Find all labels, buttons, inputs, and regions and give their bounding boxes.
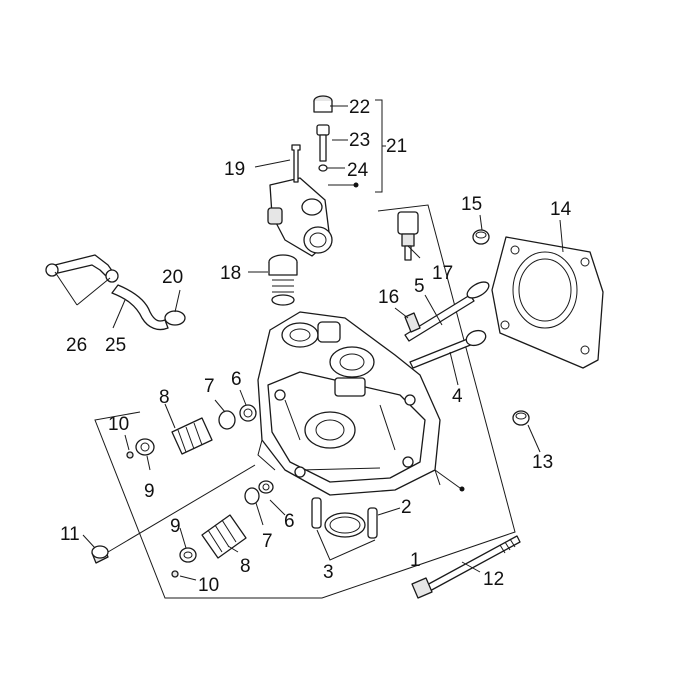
callout-10-upper: 10 [108,414,129,435]
callout-19: 19 [224,159,245,180]
collet-lower [171,570,179,578]
long-stud-bolt [411,535,521,599]
coolant-hose [111,284,169,331]
callout-labels: 22 23 21 24 19 15 14 20 18 17 5 16 26 25… [60,97,572,596]
valve-seal-lower [258,480,274,494]
housing-screw [291,144,301,183]
callout-25: 25 [105,335,126,356]
callout-6-lower: 6 [284,511,295,532]
bushing-upper [472,229,490,245]
callout-7-lower: 7 [262,531,273,552]
cylinder-head [257,311,441,496]
callout-16: 16 [378,287,399,308]
callout-8-upper: 8 [159,387,170,408]
leader-lines [54,99,564,581]
callout-4: 4 [452,386,463,407]
callout-24: 24 [347,160,369,181]
assembly-frame [94,204,516,599]
callout-21: 21 [386,136,407,157]
callout-17: 17 [432,263,453,284]
callout-18: 18 [220,263,241,284]
callout-3: 3 [323,562,334,583]
callout-5: 5 [414,276,425,297]
callout-15: 15 [461,194,482,215]
callout-20: 20 [162,267,183,288]
callout-1: 1 [410,550,421,571]
callout-2: 2 [401,497,412,518]
callout-9-upper: 9 [144,481,155,502]
callout-13: 13 [532,452,553,473]
callout-6-upper: 6 [231,369,242,390]
callout-8-lower: 8 [240,556,251,577]
bushing-lower [512,410,530,426]
retainer-upper [135,438,155,456]
callout-22: 22 [349,97,370,118]
callout-23: 23 [349,130,370,151]
callout-7-upper: 7 [204,376,215,397]
callout-14: 14 [550,199,572,220]
spring-seat-lower [244,487,260,505]
washer [318,164,328,172]
valves [404,281,490,369]
valve-spring-lower [201,514,247,559]
spring-seat-upper [218,410,236,430]
valve-spring-upper [171,417,213,455]
retainer-lower [179,547,197,563]
callout-11: 11 [60,524,80,545]
callout-9-lower: 9 [170,516,181,537]
callout-26: 26 [66,335,87,356]
callout-12: 12 [483,569,504,590]
threaded-plug [91,545,109,564]
head-gasket [491,236,604,369]
pipe-fitting [45,254,119,283]
dowel-pins [311,497,378,539]
collet-upper [126,451,134,459]
bleed-screw [316,124,330,162]
valve-seal-upper [239,404,257,422]
callout-10-lower: 10 [198,575,219,596]
small-stud [404,312,421,333]
bleed-cap [313,95,333,113]
hose-clamp [164,310,186,326]
thermostat [268,254,298,306]
thermostat-housing [267,177,333,257]
